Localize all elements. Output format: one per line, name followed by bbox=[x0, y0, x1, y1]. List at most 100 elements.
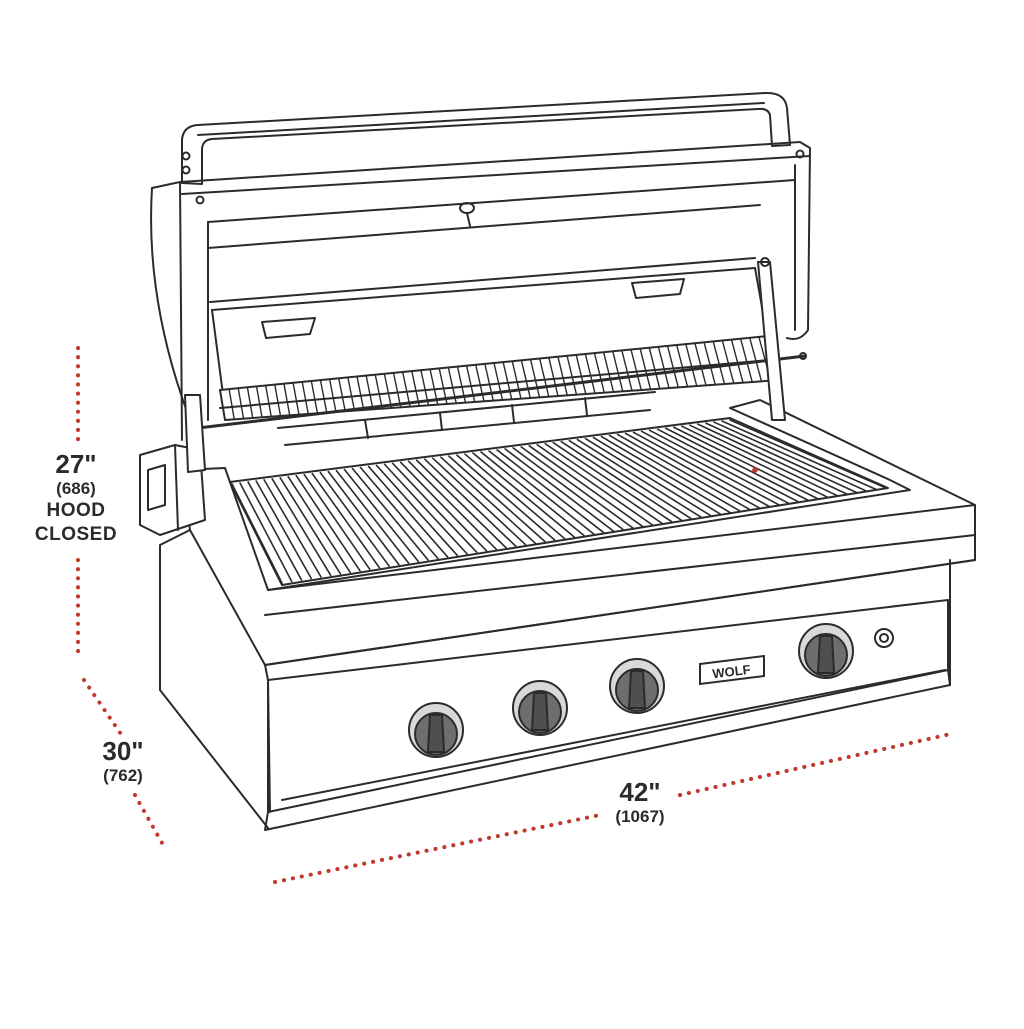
grate-bar bbox=[640, 430, 780, 506]
warming-rack-wire bbox=[721, 339, 735, 385]
grate-bar bbox=[512, 447, 624, 531]
warming-rack-wire bbox=[657, 346, 670, 389]
width-value: 42" bbox=[619, 777, 661, 807]
grate-bar bbox=[448, 455, 546, 543]
width-dimension-line-left bbox=[273, 813, 602, 884]
hood-light-left bbox=[261, 317, 316, 339]
warming-rack-wire bbox=[401, 371, 411, 408]
grate-bar bbox=[247, 481, 303, 581]
grill-body-side bbox=[159, 529, 951, 829]
warming-rack-wire bbox=[602, 351, 615, 393]
rotisserie-bracket-right bbox=[757, 257, 786, 421]
warming-rack-wire bbox=[548, 356, 559, 397]
warming-rack-wire bbox=[712, 340, 726, 385]
grate-bar bbox=[552, 441, 673, 523]
width-metric: (1067) bbox=[615, 807, 665, 826]
grate-bar bbox=[383, 463, 468, 555]
grate-bar bbox=[464, 453, 566, 540]
grate-bar bbox=[239, 482, 293, 583]
grate-bar bbox=[351, 467, 429, 561]
warming-rack-wire bbox=[511, 360, 522, 400]
ignition-button-icon[interactable] bbox=[874, 628, 894, 648]
hood-handle[interactable] bbox=[181, 91, 791, 185]
grate-bar bbox=[504, 448, 615, 532]
warming-rack-wire bbox=[675, 344, 689, 388]
warming-rack-wire bbox=[730, 338, 744, 384]
grate-bar bbox=[440, 456, 537, 544]
grate-bar bbox=[287, 475, 351, 574]
warming-rack-wire bbox=[383, 373, 393, 409]
warming-rack bbox=[219, 335, 781, 421]
grate-bar bbox=[480, 451, 585, 537]
warming-rack-wire bbox=[529, 358, 541, 399]
warming-rack-wire bbox=[283, 383, 291, 417]
grate-bar bbox=[600, 435, 731, 514]
warming-rack-wire bbox=[301, 381, 309, 415]
warming-rack-wire bbox=[328, 378, 337, 413]
firebox-baffles bbox=[277, 391, 656, 446]
burner-knobs bbox=[408, 623, 854, 758]
height-metric: (686) bbox=[56, 479, 96, 498]
grate-bar bbox=[367, 465, 449, 558]
warming-rack-wire bbox=[520, 359, 531, 399]
warming-rack-wire bbox=[411, 370, 420, 407]
grate-bar bbox=[407, 460, 498, 551]
warming-rack-wire bbox=[621, 349, 633, 392]
warming-rack-wire bbox=[639, 347, 652, 391]
grate-bar bbox=[496, 449, 605, 534]
grate-bar bbox=[359, 466, 439, 560]
warming-rack-wire bbox=[685, 343, 698, 387]
grate-bar bbox=[391, 462, 478, 554]
grate-bar bbox=[648, 429, 790, 505]
grate-bar bbox=[399, 461, 488, 552]
burner-knob-icon[interactable] bbox=[512, 680, 568, 736]
grate-bar bbox=[319, 471, 390, 567]
warming-rack-wire bbox=[274, 383, 282, 417]
width-dimension-line-right bbox=[678, 731, 957, 797]
grate-bar bbox=[664, 427, 809, 502]
grate-bar bbox=[681, 425, 829, 498]
grate-bar bbox=[592, 436, 722, 515]
grate-bar bbox=[271, 478, 332, 577]
warming-rack-wire bbox=[584, 353, 596, 395]
depth-value: 30" bbox=[102, 736, 144, 766]
cooking-grates bbox=[229, 417, 889, 586]
warming-rack-wire bbox=[374, 374, 383, 410]
grate-bar bbox=[705, 422, 858, 494]
warming-rack-wire bbox=[493, 362, 504, 401]
grate-bar bbox=[544, 442, 663, 525]
grill-body-rim bbox=[181, 399, 976, 666]
warming-rack-wire bbox=[228, 388, 235, 421]
rotisserie-motor-icon bbox=[139, 394, 206, 536]
warming-rack-wire bbox=[310, 380, 319, 415]
warming-rack-wire bbox=[365, 374, 374, 411]
burner-knob-icon[interactable] bbox=[408, 702, 464, 758]
burner-knob-icon[interactable] bbox=[609, 658, 665, 714]
grate-bar bbox=[472, 452, 576, 538]
height-dimension-label: 27" (686) HOOD CLOSED bbox=[20, 450, 132, 547]
grate-bar bbox=[721, 420, 878, 491]
hood-thermometer-icon bbox=[459, 202, 475, 227]
grate-bar bbox=[697, 423, 848, 495]
grate-bar bbox=[415, 459, 507, 549]
warming-rack-wire bbox=[612, 350, 624, 393]
depth-dimension-line-lower bbox=[133, 793, 168, 852]
warming-rack-wire bbox=[703, 341, 716, 386]
warming-rack-wire bbox=[575, 354, 587, 395]
warming-rack-wire bbox=[255, 385, 263, 419]
warming-rack-wire bbox=[237, 387, 245, 420]
control-panel bbox=[264, 599, 951, 831]
grate-bar bbox=[536, 443, 653, 526]
height-note-closed: CLOSED bbox=[34, 524, 118, 545]
grate-bar bbox=[279, 477, 342, 575]
warming-rack-wire bbox=[347, 376, 356, 412]
hood-light-right bbox=[631, 278, 685, 299]
warming-rack-wire bbox=[749, 337, 763, 383]
warming-rack-wire bbox=[557, 356, 568, 397]
warming-rack-wire bbox=[219, 389, 226, 421]
grate-bar bbox=[263, 479, 322, 578]
burner-knob-icon[interactable] bbox=[798, 623, 854, 679]
grate-bar bbox=[432, 457, 527, 546]
